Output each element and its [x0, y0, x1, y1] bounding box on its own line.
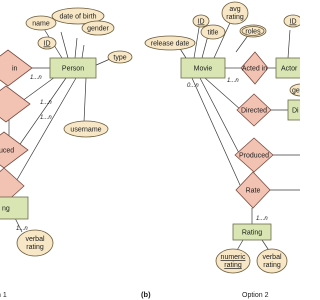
svg-text:ID: ID	[290, 19, 297, 26]
svg-text:ge: ge	[292, 88, 300, 95]
svg-text:verbal: verbal	[262, 254, 282, 261]
rating-entity-label: Rating	[242, 230, 262, 237]
movie-entity-label: Movie	[194, 66, 213, 73]
attr-release-date: release date	[144, 35, 196, 51]
option2-connectors	[176, 13, 300, 253]
rel-directed-opt1	[0, 85, 31, 123]
svg-text:ID: ID	[44, 41, 51, 48]
actor-entity: Actor	[275, 57, 300, 79]
svg-text:Produced: Produced	[239, 153, 269, 160]
card-rate-opt2: 1...n	[256, 216, 268, 222]
panel-label-b: (b)	[141, 290, 151, 299]
attr-id-actor: ID	[283, 14, 300, 28]
attr-verbal-rating-opt2: verbal rating	[256, 248, 288, 274]
card-acted-opt2: 1...n	[227, 78, 239, 84]
svg-text:ng: ng	[2, 206, 10, 213]
attr-ge-partial: ge	[289, 83, 300, 97]
attr-id-person: ID	[37, 36, 57, 50]
caption-option2: Option 2	[242, 292, 269, 299]
rel-acted-in-opt2: Acted in	[240, 51, 269, 85]
svg-text:numeric: numeric	[221, 254, 246, 261]
rel-acted-in-opt1: in	[0, 49, 33, 87]
attr-gender: gender	[81, 20, 115, 36]
svg-text:Directed: Directed	[241, 108, 267, 115]
person-entity: Person	[49, 57, 97, 79]
svg-text:name: name	[32, 21, 50, 28]
attr-name: name	[25, 15, 57, 31]
svg-text:rating: rating	[226, 14, 244, 21]
card-directed-opt1: 1...n	[40, 100, 52, 106]
svg-text:date of birth: date of birth	[60, 14, 97, 21]
svg-text:release date: release date	[151, 41, 190, 48]
svg-text:ID: ID	[198, 19, 205, 26]
attr-avg-rating: avg rating	[221, 1, 249, 25]
svg-text:in: in	[12, 66, 18, 73]
rel-rate-opt1	[0, 167, 25, 205]
svg-text:type: type	[113, 55, 126, 62]
svg-text:uced: uced	[0, 148, 14, 155]
person-entity-label: Person	[62, 66, 84, 73]
svg-text:gender: gender	[87, 26, 109, 33]
rel-produced-opt2: Produced	[234, 137, 274, 173]
director-entity-partial: Di	[287, 99, 300, 121]
verbal-rating-line1: verbal	[25, 236, 45, 243]
attr-type: type	[107, 50, 133, 64]
er-diagram-figure: Person name date of birth gender type ID…	[0, 0, 300, 300]
attr-id-movie: ID	[192, 14, 210, 28]
attr-title: title	[200, 24, 226, 40]
rel-rate-opt2: Rate	[235, 171, 271, 209]
rel-produced-opt1: uced	[0, 131, 29, 169]
svg-text:username: username	[70, 127, 101, 134]
svg-text:Acted in: Acted in	[242, 66, 267, 73]
attr-verbal-rating-opt1: verbal rating	[16, 229, 54, 257]
caption-option1: n 1	[0, 292, 7, 299]
card-movie-opt2: 0...n	[187, 83, 199, 89]
verbal-rating-line2: rating	[26, 244, 44, 251]
svg-text:rating: rating	[224, 262, 242, 269]
movie-entity: Movie	[180, 57, 226, 79]
svg-text:title: title	[208, 30, 219, 37]
actor-entity-label: Actor	[281, 66, 298, 73]
attr-numeric-rating: numeric rating	[215, 248, 251, 274]
svg-text:Rate: Rate	[246, 188, 261, 195]
card-rate-opt1: 1...n	[16, 226, 28, 232]
attr-roles: roles	[239, 24, 267, 38]
card-produced-opt1: 1...n	[40, 115, 52, 121]
attr-username: username	[63, 120, 109, 138]
rating-entity-opt1: ng	[0, 196, 29, 220]
svg-text:roles: roles	[245, 29, 261, 36]
svg-text:Di: Di	[292, 108, 299, 115]
attr-date-of-birth: date of birth	[51, 7, 105, 25]
card-acted-opt1: 1...n	[30, 75, 42, 81]
svg-text:rating: rating	[263, 262, 281, 269]
rating-entity-opt2: Rating	[232, 223, 272, 241]
svg-text:avg: avg	[229, 6, 240, 13]
rel-directed-opt2: Directed	[236, 93, 272, 127]
